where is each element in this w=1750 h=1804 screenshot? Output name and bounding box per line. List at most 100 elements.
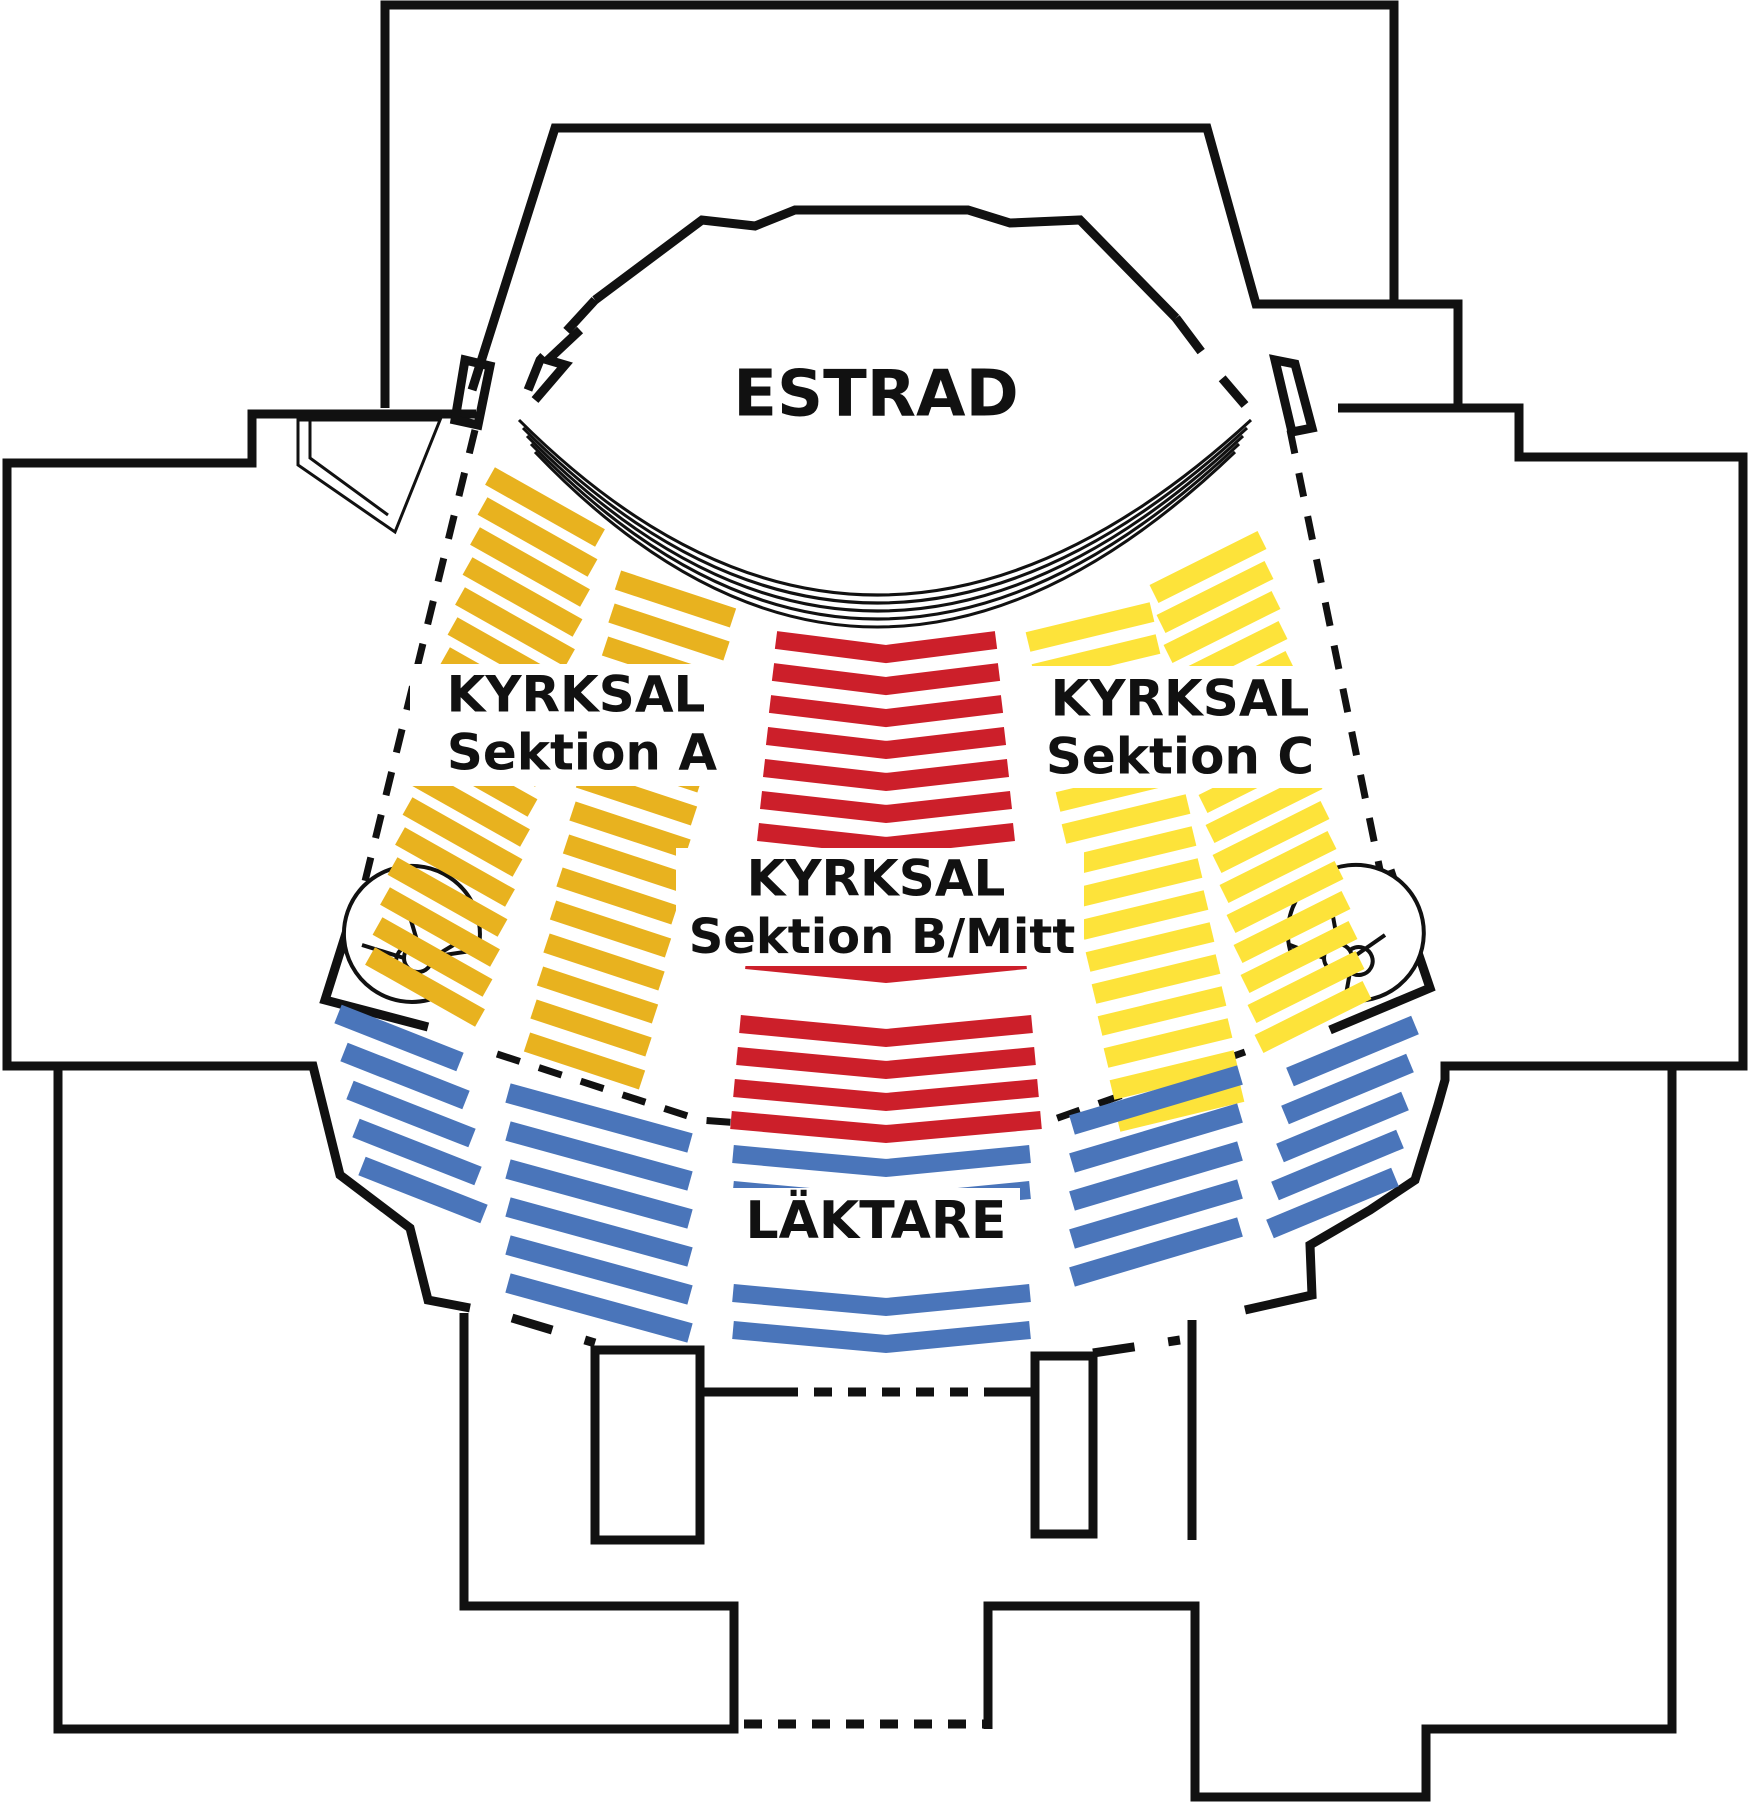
seat-row-c-inner [1091, 954, 1221, 1004]
seat-row-c-inner [1067, 826, 1197, 876]
seat-row-b [771, 663, 1001, 696]
section-a-label-bg [410, 664, 730, 786]
seat-row-balcony-right-inner [1069, 1141, 1243, 1211]
seat-row-a-inner [536, 966, 659, 1024]
seat-row-balcony-left [352, 1118, 482, 1186]
seat-row-c-inner [1061, 794, 1191, 844]
section-a-title: KYRKSAL [447, 666, 706, 724]
seat-row-balcony-center [732, 1284, 1031, 1317]
seat-row-b [768, 695, 1004, 728]
seat-row-c-outer [1247, 951, 1365, 1023]
seat-row-a-inner [543, 933, 665, 991]
seat-row-c-inner [1115, 1082, 1245, 1132]
seat-row-balcony-left [346, 1080, 476, 1148]
seat-row-c-outer [1226, 861, 1344, 933]
seat-rows-balcony [334, 1004, 1419, 1354]
divider-right [1286, 429, 1384, 871]
divider-bottom [510, 1313, 1181, 1358]
seat-row-balcony-right [1271, 1129, 1404, 1201]
seat-row-balcony-right-inner [1069, 1065, 1243, 1135]
pillar-left [590, 1345, 705, 1545]
seat-row-c-inner [1103, 1018, 1233, 1068]
seat-row-a-outer [372, 917, 493, 997]
labels: ESTRAD KYRKSAL Sektion A KYRKSAL Sektion… [410, 358, 1324, 1264]
seat-row-a-outer [455, 587, 575, 667]
seat-row-balcony-right [1286, 1015, 1419, 1087]
seat-row-c-outer [1233, 891, 1351, 963]
stage-front-edge [517, 418, 1253, 629]
divider-left [354, 429, 479, 911]
seat-row-a-inner [562, 834, 685, 892]
seat-row-balcony-left-inner [505, 1083, 693, 1153]
section-b-title: KYRKSAL [747, 850, 1006, 908]
stage-area [449, 205, 1318, 629]
seat-row-a-outer [485, 467, 605, 547]
balcony-label-bg [730, 1188, 1020, 1264]
seat-row-balcony-left-inner [505, 1197, 693, 1267]
seat-row-a-inner [614, 570, 737, 628]
section-c-title: KYRKSAL [1051, 670, 1310, 728]
section-a-subtitle: Sektion A [447, 724, 718, 782]
seat-row-c-outer [1163, 591, 1281, 663]
seat-row-a-outer [410, 767, 530, 847]
seat-row-balcony-right [1266, 1167, 1399, 1239]
stage-side-left [523, 296, 599, 392]
section-b-label-bg [676, 848, 1084, 966]
seat-row-b [762, 759, 1010, 792]
seat-row-balcony-left-inner [505, 1235, 693, 1305]
seat-row-a-inner [569, 801, 691, 859]
seat-row-c-inner [1079, 890, 1209, 940]
seat-row-balcony-left-inner [505, 1159, 693, 1229]
seat-row-a-outer [365, 947, 485, 1027]
seat-row-c-outer [1240, 921, 1358, 993]
seat-row-balcony-center [732, 1145, 1031, 1178]
seat-row-a-outer [402, 797, 523, 877]
seat-row-a-outer [380, 887, 500, 967]
seat-row-b [774, 631, 998, 664]
seat-row-c-inner [1073, 858, 1203, 908]
seat-row-b [759, 791, 1013, 824]
seat-row-a-outer [470, 527, 590, 607]
seat-row-a-outer [462, 557, 583, 637]
seat-row-a-inner [523, 1032, 646, 1090]
seat-row-b [730, 1111, 1042, 1144]
seat-row-balcony-left [358, 1156, 488, 1224]
seat-row-c-inner [1109, 1050, 1239, 1100]
seat-row-balcony-left-inner [505, 1273, 693, 1343]
section-b-subtitle: Sektion B/Mitt [689, 909, 1076, 965]
seat-row-b [765, 727, 1007, 760]
section-c-subtitle: Sektion C [1046, 728, 1314, 786]
wall-lower-left [53, 1066, 739, 1734]
door-right [1269, 354, 1318, 438]
wall-top-block [380, 0, 1463, 408]
seat-row-a-inner [556, 867, 678, 925]
door-left [449, 354, 496, 431]
seat-row-b [736, 1047, 1036, 1080]
seat-row-c-outer [1219, 831, 1337, 903]
balcony-label: LÄKTARE [746, 1190, 1007, 1251]
seat-row-c-outer [1254, 981, 1372, 1053]
wall-left-wing [2, 409, 476, 1313]
seat-row-a-inner [608, 603, 730, 661]
stage-label: ESTRAD [733, 358, 1018, 432]
stage-left-zigzag [531, 326, 584, 403]
seat-row-balcony-left [340, 1042, 470, 1110]
section-c-label-bg [1032, 666, 1324, 788]
seat-row-balcony-left [334, 1004, 464, 1072]
seat-row-c-outer [1212, 801, 1330, 873]
wall-stage-back [467, 123, 1394, 392]
stage-side-right [1172, 315, 1249, 408]
seat-row-balcony-right-inner [1069, 1179, 1243, 1249]
stair-corner-left [296, 418, 443, 535]
pillar-right [1030, 1351, 1098, 1539]
seat-row-b [733, 1079, 1039, 1112]
seat-row-a-inner [530, 999, 652, 1057]
seat-row-b [739, 1015, 1033, 1048]
seat-row-c-outer [1156, 561, 1274, 633]
seat-row-c-inner [1085, 922, 1215, 972]
seat-row-a-inner [549, 900, 672, 958]
seat-row-balcony-right [1276, 1091, 1409, 1163]
seat-row-a-outer [387, 857, 508, 937]
